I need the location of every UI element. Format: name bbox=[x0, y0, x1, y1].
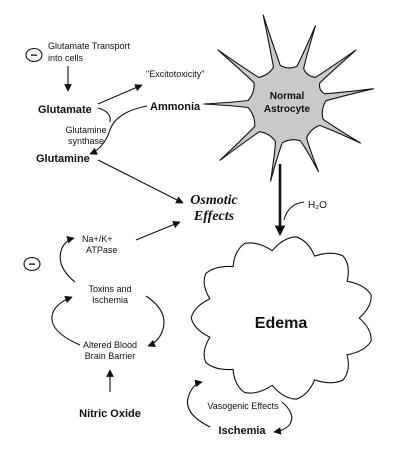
na-k-atpase-label-line1: Na+/K+ bbox=[82, 234, 113, 244]
arrow-toxins-to-atpase bbox=[59, 235, 76, 283]
ammonia-label: Ammonia bbox=[150, 101, 201, 113]
connector-glutamate-to-synthase bbox=[97, 107, 111, 123]
osmotic-effects-label-line2: Effects bbox=[193, 209, 235, 224]
arrow-vasogenic-to-ischemia bbox=[273, 401, 293, 435]
glutamate-label: Glutamate bbox=[38, 104, 92, 116]
edema-label: Edema bbox=[255, 315, 308, 332]
minus-circle-top: − bbox=[25, 47, 43, 63]
minus-circle-left: − bbox=[23, 256, 41, 272]
arrow-ammonia-to-glutamine bbox=[89, 105, 148, 155]
arrow-glutamate-to-excitotoxicity bbox=[97, 84, 143, 105]
glutamate-transport-label-line1: Glutamate Transport bbox=[48, 41, 131, 51]
glutamine-label: Glutamine bbox=[36, 153, 90, 165]
edema-cell-shape bbox=[190, 236, 372, 400]
minus-sign-left: − bbox=[28, 257, 35, 271]
arrow-toxins-to-bbb bbox=[145, 295, 165, 347]
altered-bbb-label-line2: Brain Barrier bbox=[85, 351, 136, 361]
nitric-oxide-label: Nitric Oxide bbox=[79, 408, 141, 420]
normal-astrocyte-label-line1: Normal bbox=[270, 91, 305, 102]
glutamine-synthase-label-line1: Glutamine bbox=[65, 125, 106, 135]
ischemia-label: Ischemia bbox=[218, 425, 266, 437]
toxins-ischemia-label-line2: Ischemia bbox=[92, 295, 128, 305]
arrow-bbb-to-toxins bbox=[51, 295, 81, 346]
water-label: H₂O bbox=[308, 200, 327, 211]
water-influx-line bbox=[283, 201, 305, 221]
arrow-atpase-to-osmotic bbox=[135, 221, 181, 241]
na-k-atpase-label-line2: ATPase bbox=[86, 245, 117, 255]
arrow-glutamine-to-osmotic bbox=[97, 159, 184, 204]
vasogenic-effects-label: Vasogenic Effects bbox=[207, 401, 279, 411]
normal-astrocyte-shape bbox=[203, 14, 374, 182]
osmotic-effects-label-line1: Osmotic bbox=[190, 193, 238, 208]
minus-sign-top: − bbox=[30, 48, 37, 62]
altered-bbb-label-line1: Altered Blood bbox=[83, 340, 137, 350]
glutamate-transport-label-line2: into cells bbox=[48, 53, 84, 63]
normal-astrocyte-label-line2: Astrocyte bbox=[264, 104, 311, 115]
arrow-ischemia-to-vasogenic bbox=[186, 379, 211, 428]
toxins-ischemia-label-line1: Toxins and bbox=[88, 284, 131, 294]
excitotoxicity-label: "Excitotoxicity" bbox=[146, 69, 204, 79]
glutamine-synthase-label-line2: synthase bbox=[68, 136, 104, 146]
